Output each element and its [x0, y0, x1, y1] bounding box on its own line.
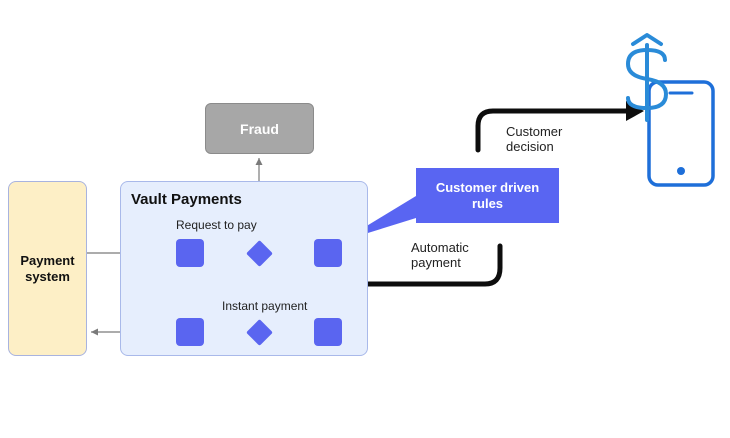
instant-payment-source-node: [314, 318, 342, 346]
payment-system-label: Payment system: [20, 252, 75, 284]
dollar-shield-icon: [626, 33, 668, 122]
payment-processing-node: [314, 239, 342, 267]
customer-decision-line1: Customer: [506, 124, 563, 139]
customer-driven-rules-label: Customer driven rules: [435, 179, 540, 211]
automatic-payment-line2: payment: [411, 255, 461, 270]
request-to-pay-node: [176, 239, 204, 267]
automatic-payment-line1: Automatic: [411, 240, 469, 255]
customer-driven-rules-box: Customer driven rules: [416, 168, 559, 223]
vault-payments-title: Vault Payments: [131, 191, 242, 208]
customer-decision-line2: decision: [506, 139, 554, 154]
payment-system-box: Payment system: [8, 181, 87, 356]
request-to-pay-label: Request to pay: [176, 218, 257, 232]
smartphone-icon: [647, 80, 715, 187]
automatic-payment-label: Automatic payment: [411, 240, 469, 270]
fraud-box: Fraud: [205, 103, 314, 154]
fraud-label: Fraud: [240, 120, 279, 137]
automatic-payment-arrow: [355, 243, 503, 287]
customer-decision-label: Customer decision: [506, 124, 562, 154]
customer-decision-arrow: [475, 108, 631, 153]
instant-payment-label: Instant payment: [222, 299, 308, 313]
instant-payment-node: [176, 318, 204, 346]
